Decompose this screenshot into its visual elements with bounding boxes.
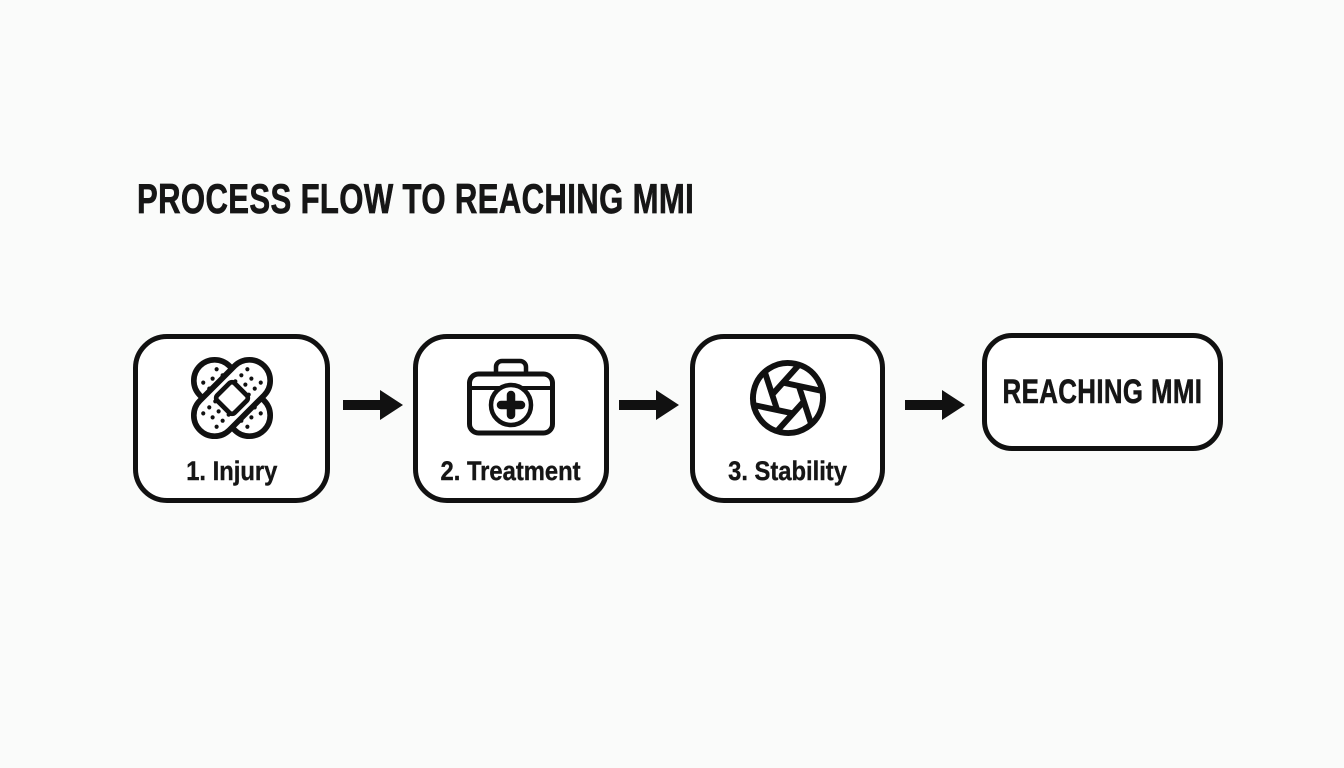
step-label-stability-text: 3. Stability <box>728 456 847 486</box>
right-arrow-icon <box>619 390 679 420</box>
diagram-title: PROCESS FLOW TO REACHING MMI <box>137 175 890 222</box>
flow-arrow-icon <box>343 389 403 421</box>
step-box-treatment: 2. Treatment <box>413 334 609 503</box>
result-label-text: REACHING MMI <box>1002 372 1203 411</box>
step-label-treatment: 2. Treatment <box>418 456 604 487</box>
first-aid-kit-icon-svg <box>467 358 555 435</box>
flow-arrow-icon <box>619 389 679 421</box>
first-aid-kit-icon <box>418 345 604 450</box>
diagram-title-text: PROCESS FLOW TO REACHING MMI <box>137 175 695 222</box>
result-box-reaching-mmi: REACHING MMI <box>982 333 1223 451</box>
step-label-treatment-text: 2. Treatment <box>441 456 581 486</box>
step-label-stability: 3. Stability <box>695 456 880 487</box>
right-arrow-icon <box>343 390 403 420</box>
flow-arrow-icon <box>905 389 965 421</box>
result-label: REACHING MMI <box>971 372 1234 412</box>
bandage-icon-svg <box>190 356 273 439</box>
aperture-icon <box>695 345 880 450</box>
step-label-injury: 1. Injury <box>138 456 325 487</box>
step-box-stability: 3. Stability <box>690 334 885 503</box>
right-arrow-icon <box>905 390 965 420</box>
step-box-injury: 1. Injury <box>133 334 330 503</box>
bandage-icon <box>138 345 325 450</box>
step-label-injury-text: 1. Injury <box>185 456 278 486</box>
aperture-icon-svg <box>749 359 826 436</box>
